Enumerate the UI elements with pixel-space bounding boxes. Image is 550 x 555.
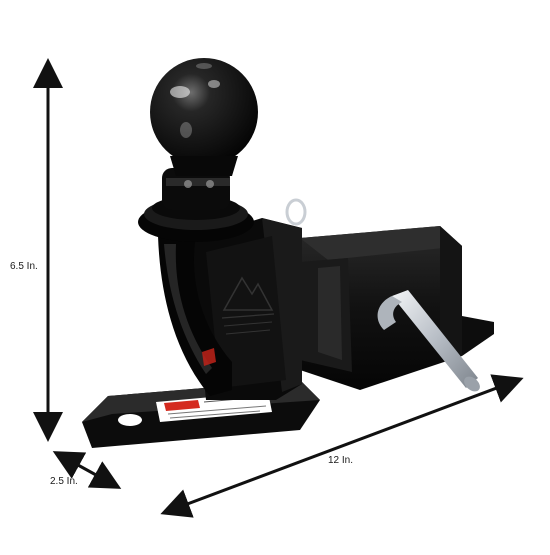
dimension-arrows	[33, 58, 524, 518]
depth-label: 2.5 In.	[50, 476, 78, 487]
hitch-ball	[150, 58, 258, 176]
ball-mount-collar	[138, 168, 254, 242]
length-label: 12 In.	[328, 455, 354, 466]
length-arrow	[160, 374, 524, 518]
hitch-illustration	[82, 58, 494, 448]
depth-arrow	[52, 451, 122, 489]
mountain-logo-icon	[221, 276, 275, 335]
mounting-hole	[118, 414, 142, 426]
riser-plate	[158, 218, 302, 400]
hitch-pin	[285, 198, 480, 392]
height-label: 6.5 In.	[10, 261, 38, 272]
